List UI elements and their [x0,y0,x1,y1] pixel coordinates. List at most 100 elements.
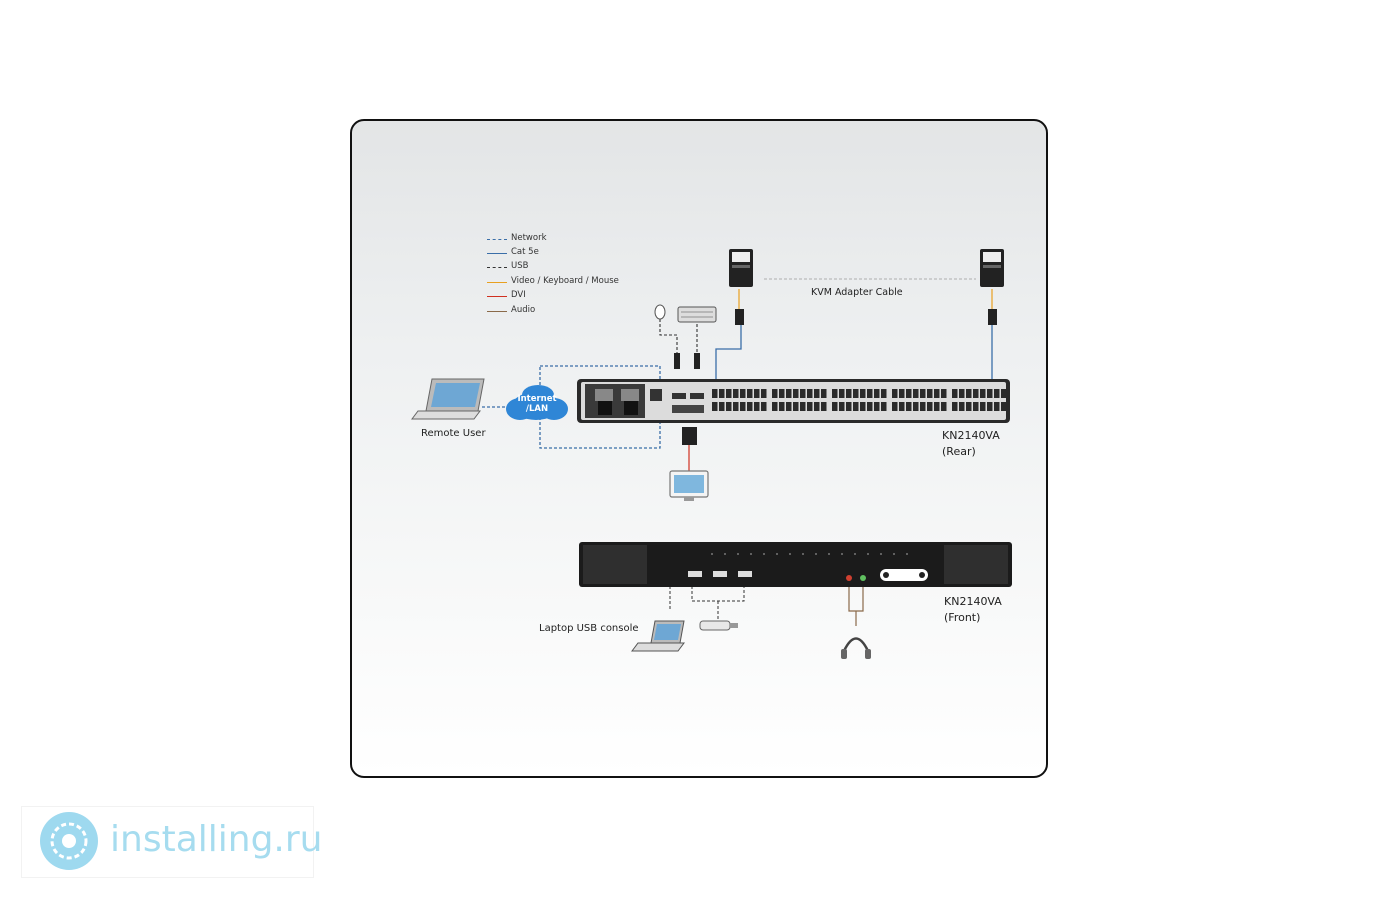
rj45-port [747,402,753,411]
server-tower-right-icon [980,249,1004,287]
legend-item-network: Network [487,233,647,247]
kvm-adapter-left-icon [735,309,744,325]
rj45-port [927,389,933,398]
internet-lan-label: Internet /LAN [513,394,561,414]
rj45-port [814,402,820,411]
usb-plug-keyboard-icon [694,353,700,369]
internet-label-line1: Internet [517,394,557,404]
kvm-connection-diagram [411,249,1012,659]
rj45-port [740,389,746,398]
rj45-port [726,402,732,411]
rj45-port [966,402,972,411]
legend-label: Video / Keyboard / Mouse [511,276,619,286]
rj45-port [779,402,785,411]
legend-item-cat5e: Cat 5e [487,247,647,261]
rj45-port [712,402,718,411]
status-led [880,553,882,555]
status-led-row [711,553,908,555]
network-cable [539,365,661,449]
rj45-port [747,389,753,398]
status-led [711,553,713,555]
remote-laptop-icon [411,378,485,420]
usb-flash-drive-icon [699,620,738,631]
rj45-port [941,402,947,411]
internet-cloud-icon [506,385,568,420]
legend-line [487,296,507,297]
front-model-label: KN2140VA [944,595,1002,608]
rj45-port [839,402,845,411]
legend-label: Cat 5e [511,247,539,257]
rj45-port [793,402,799,411]
internet-label-line2: /LAN [525,404,549,414]
kn2140va-front-panel [579,542,1012,587]
status-led [763,553,765,555]
keyboard-icon [677,306,717,323]
status-led [802,553,804,555]
rj45-port [779,389,785,398]
rj45-port [733,402,739,411]
kvm-adapter-cable-label: KVM Adapter Cable [811,287,903,298]
monitor-icon [669,470,709,501]
usb-cable-mouse [659,319,678,353]
rj45-port [846,402,852,411]
rj45-port [786,389,792,398]
legend-label: Network [511,233,547,243]
rj45-port [853,402,859,411]
rj45-port [793,389,799,398]
rj45-port [754,402,760,411]
status-led [750,553,752,555]
rj45-port [920,402,926,411]
rj45-port [874,402,880,411]
watermark-text: installing.ru [110,819,323,860]
status-led [815,553,817,555]
cat5e-cable-left [715,325,742,379]
rj45-port [772,402,778,411]
legend-label: USB [511,261,529,271]
rj45-port [987,402,993,411]
legend-line [487,253,507,254]
rj45-port [761,389,767,398]
rj45-port [1001,389,1007,398]
dvi-connector-icon [682,427,697,445]
rj45-port [892,402,898,411]
legend-line [487,311,507,312]
legend-line [487,267,507,268]
headphones-icon [841,637,871,659]
legend-item-vkm: Video / Keyboard / Mouse [487,276,647,290]
rj45-port [800,389,806,398]
rj45-port [821,389,827,398]
legend-item-audio: Audio [487,305,647,319]
rj45-port [726,389,732,398]
status-led [893,553,895,555]
rj45-port [846,389,852,398]
rj45-port [934,402,940,411]
rj45-port [853,389,859,398]
rj45-port [740,402,746,411]
legend-line [487,239,507,240]
rj45-port [867,389,873,398]
status-led [867,553,869,555]
laptop-usb-console-label: Laptop USB console [539,623,639,634]
kn2140va-rear-panel [577,379,1010,423]
rj45-port [906,389,912,398]
rear-side-label: (Rear) [942,445,976,458]
rj45-port [899,389,905,398]
rj45-port [719,389,725,398]
rj45-port [772,389,778,398]
server-tower-left-icon [729,249,753,287]
rj45-port [807,389,813,398]
rj45-port [860,389,866,398]
rear-model-label: KN2140VA [942,429,1000,442]
status-led [789,553,791,555]
rj45-port [966,389,972,398]
rj45-port [994,389,1000,398]
legend-line [487,282,507,283]
rj45-port [973,402,979,411]
audio-cable [848,581,864,626]
rj45-port [920,389,926,398]
status-led [841,553,843,555]
rj45-port [881,402,887,411]
rj45-port [987,389,993,398]
rj45-port [814,389,820,398]
status-led [906,553,908,555]
